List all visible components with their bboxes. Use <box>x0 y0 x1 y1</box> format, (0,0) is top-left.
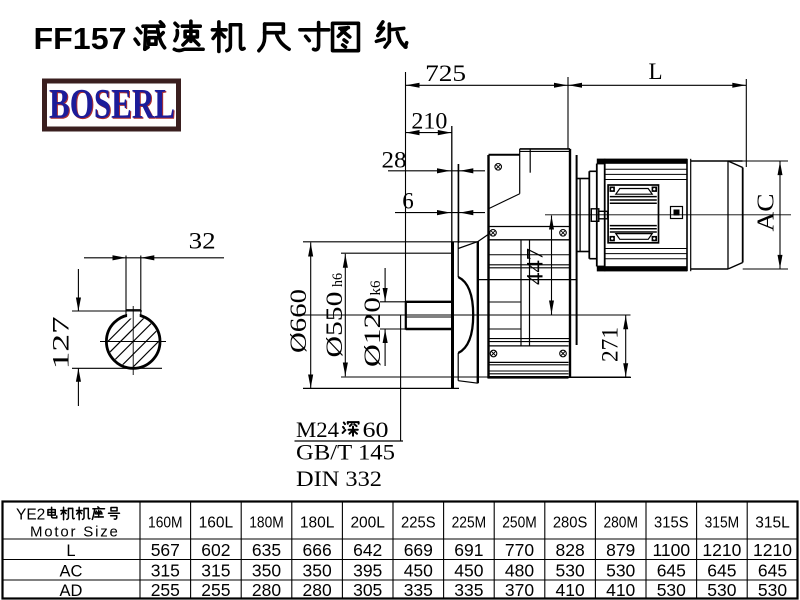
svg-text:AD: AD <box>60 582 83 600</box>
svg-text:315: 315 <box>201 561 230 581</box>
svg-text:691: 691 <box>454 540 483 560</box>
svg-text:669: 669 <box>404 540 433 560</box>
svg-text:725: 725 <box>425 61 466 86</box>
svg-text:225S: 225S <box>401 515 436 532</box>
svg-text:645: 645 <box>707 561 736 581</box>
svg-text:AC: AC <box>60 563 83 581</box>
svg-text:879: 879 <box>606 540 635 560</box>
svg-text:530: 530 <box>606 561 635 581</box>
svg-text:410: 410 <box>555 580 584 600</box>
svg-text:BOSERL: BOSERL <box>50 83 176 129</box>
svg-text:AC: AC <box>754 194 780 232</box>
svg-text:YE2: YE2 <box>16 507 45 524</box>
svg-text:271: 271 <box>598 327 623 362</box>
svg-text:1100: 1100 <box>652 540 690 560</box>
svg-text:1210: 1210 <box>753 540 792 560</box>
svg-text:350: 350 <box>252 561 281 581</box>
svg-text:225M: 225M <box>452 515 487 532</box>
svg-text:160M: 160M <box>148 515 183 532</box>
svg-text:DIN 332: DIN 332 <box>296 466 382 491</box>
svg-text:210: 210 <box>411 109 447 134</box>
svg-text:315L: 315L <box>755 515 790 532</box>
svg-text:h6: h6 <box>330 273 346 287</box>
svg-text:645: 645 <box>758 561 787 581</box>
svg-text:315M: 315M <box>705 515 740 532</box>
svg-text:335: 335 <box>404 580 433 600</box>
svg-text:GB/T 145: GB/T 145 <box>296 440 395 465</box>
svg-text:28: 28 <box>382 148 407 173</box>
svg-text:127: 127 <box>49 316 74 369</box>
svg-text:315: 315 <box>151 561 180 581</box>
svg-text:567: 567 <box>151 540 180 560</box>
svg-text:828: 828 <box>555 540 584 560</box>
svg-text:FF157: FF157 <box>34 21 127 56</box>
svg-text:530: 530 <box>555 561 584 581</box>
svg-text:450: 450 <box>454 561 483 581</box>
svg-text:Ø550: Ø550 <box>322 292 347 358</box>
svg-text:280: 280 <box>252 580 281 600</box>
svg-text:280: 280 <box>302 580 331 600</box>
svg-text:480: 480 <box>505 561 534 581</box>
svg-text:180L: 180L <box>300 515 335 532</box>
svg-text:Ø120: Ø120 <box>360 297 385 367</box>
svg-text:280S: 280S <box>553 515 588 532</box>
svg-text:305: 305 <box>353 580 382 600</box>
svg-text:350: 350 <box>302 561 331 581</box>
svg-text:6: 6 <box>402 189 414 214</box>
svg-text:M24: M24 <box>296 417 339 442</box>
svg-text:k6: k6 <box>368 280 384 296</box>
svg-text:530: 530 <box>707 580 736 600</box>
svg-text:255: 255 <box>151 580 180 600</box>
svg-text:370: 370 <box>505 580 534 600</box>
svg-text:450: 450 <box>404 561 433 581</box>
svg-text:645: 645 <box>657 561 686 581</box>
svg-text:Motor Size: Motor Size <box>30 524 120 541</box>
svg-text:160L: 160L <box>199 515 234 532</box>
svg-text:Ø660: Ø660 <box>286 289 311 353</box>
svg-text:280M: 280M <box>603 515 638 532</box>
svg-text:L: L <box>66 542 75 560</box>
svg-text:666: 666 <box>302 540 331 560</box>
svg-text:530: 530 <box>657 580 686 600</box>
svg-text:180M: 180M <box>249 515 284 532</box>
svg-text:410: 410 <box>606 580 635 600</box>
svg-text:250M: 250M <box>502 515 537 532</box>
svg-text:602: 602 <box>201 540 230 560</box>
svg-text:1210: 1210 <box>702 540 741 560</box>
svg-text:200L: 200L <box>350 515 385 532</box>
svg-text:255: 255 <box>201 580 230 600</box>
svg-text:60: 60 <box>363 417 389 442</box>
svg-text:32: 32 <box>189 229 216 254</box>
svg-text:BOSERL: BOSERL <box>49 82 175 128</box>
svg-text:530: 530 <box>758 580 787 600</box>
svg-text:395: 395 <box>353 561 382 581</box>
svg-text:335: 335 <box>454 580 483 600</box>
svg-text:315S: 315S <box>654 515 689 532</box>
svg-text:447: 447 <box>523 248 548 285</box>
svg-text:642: 642 <box>353 540 382 560</box>
svg-text:L: L <box>648 59 662 84</box>
svg-text:635: 635 <box>252 540 281 560</box>
svg-text:770: 770 <box>505 540 534 560</box>
